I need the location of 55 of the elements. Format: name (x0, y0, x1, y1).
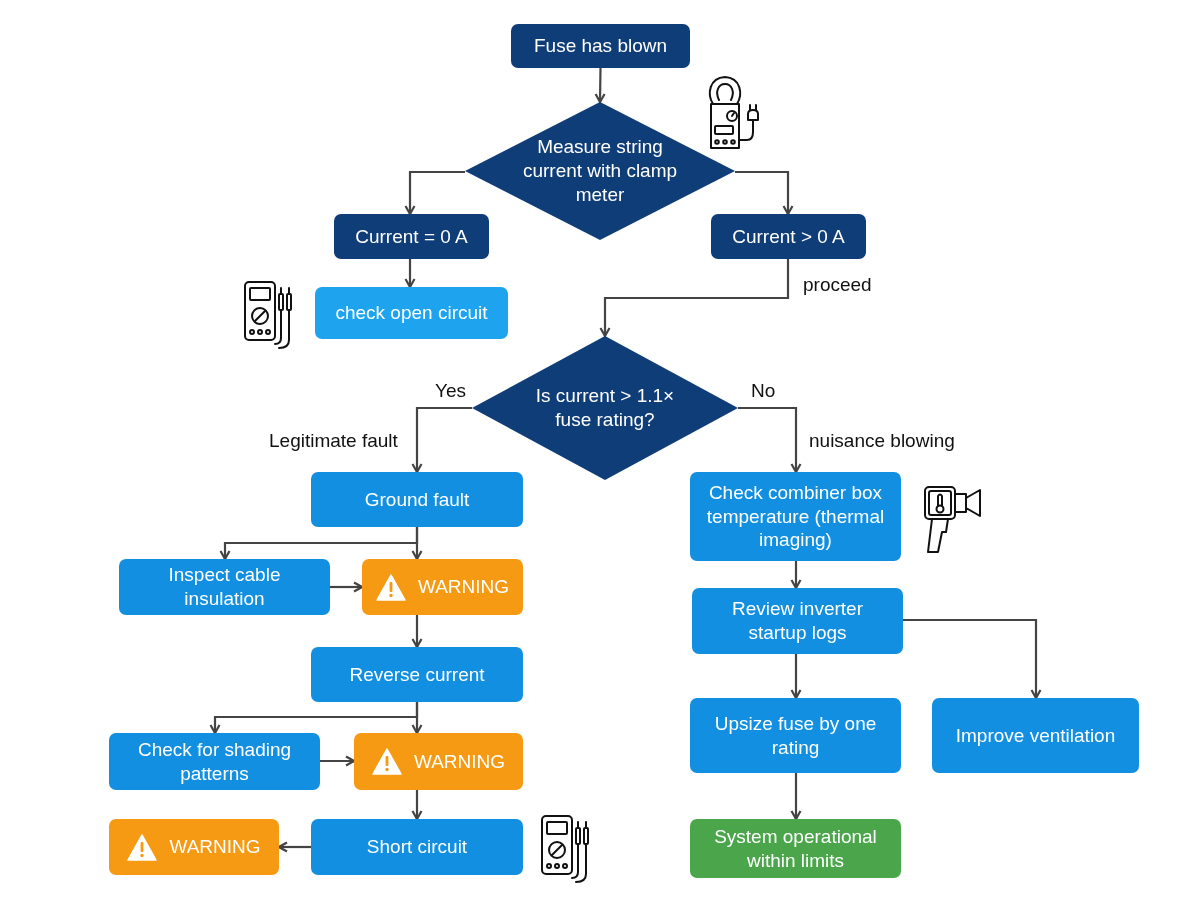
decision-diamond (472, 336, 738, 480)
process-box (690, 698, 901, 773)
arrow (790, 654, 802, 700)
node-text: Improve ventilation (955, 723, 1116, 748)
arrow (903, 618, 1042, 700)
arrow (738, 406, 802, 474)
process-box (511, 24, 690, 68)
node-text: System operational within limits (713, 824, 878, 873)
node-text: Fuse has blown (533, 34, 668, 58)
warning-box (354, 733, 523, 790)
process-box (311, 472, 523, 527)
node-text: Measure string current with clamp meter (521, 135, 679, 207)
node-text: Upsize fuse by one rating (713, 711, 878, 760)
process-box (315, 287, 508, 339)
process-box (690, 819, 901, 878)
process-box (311, 647, 523, 702)
process-box (711, 214, 866, 259)
process-box (932, 698, 1139, 773)
arrow (411, 702, 423, 735)
arrow (411, 790, 423, 821)
node-text: Check for shading patterns (136, 737, 293, 786)
node-text: check open circuit (335, 301, 488, 325)
node-text: Reverse current (349, 662, 485, 687)
node-text: WARNING (417, 575, 510, 599)
arrow (330, 581, 364, 593)
node-text: Current = 0 A (355, 224, 468, 249)
arrow (411, 406, 472, 474)
arrow (277, 841, 311, 853)
process-box (311, 819, 523, 875)
arrow (404, 170, 465, 216)
arrow (790, 773, 802, 821)
process-box (690, 472, 901, 561)
arrow (594, 68, 606, 104)
node-text: Current > 0 A (732, 224, 845, 249)
arrow (404, 259, 416, 289)
arrow (735, 170, 794, 216)
arrow (790, 561, 802, 590)
arrow (599, 259, 790, 338)
process-box (692, 588, 903, 654)
warning-box (109, 819, 279, 875)
node-text: Short circuit (366, 835, 468, 859)
node-text: Is current > 1.1× fuse rating? (534, 384, 676, 432)
arrow (411, 527, 423, 561)
node-text: Check combiner box temperature (thermal imaging) (705, 480, 886, 553)
node-text: Ground fault (364, 487, 470, 512)
node-text: WARNING (169, 835, 261, 859)
node-text: WARNING (413, 749, 506, 774)
arrow (320, 755, 356, 767)
process-box (334, 214, 489, 259)
process-box (109, 733, 320, 790)
node-text: Review inverter startup logs (731, 597, 864, 645)
arrow (411, 615, 423, 649)
warning-box (362, 559, 523, 615)
process-box (119, 559, 330, 615)
node-text: Inspect cable insulation (167, 563, 282, 611)
